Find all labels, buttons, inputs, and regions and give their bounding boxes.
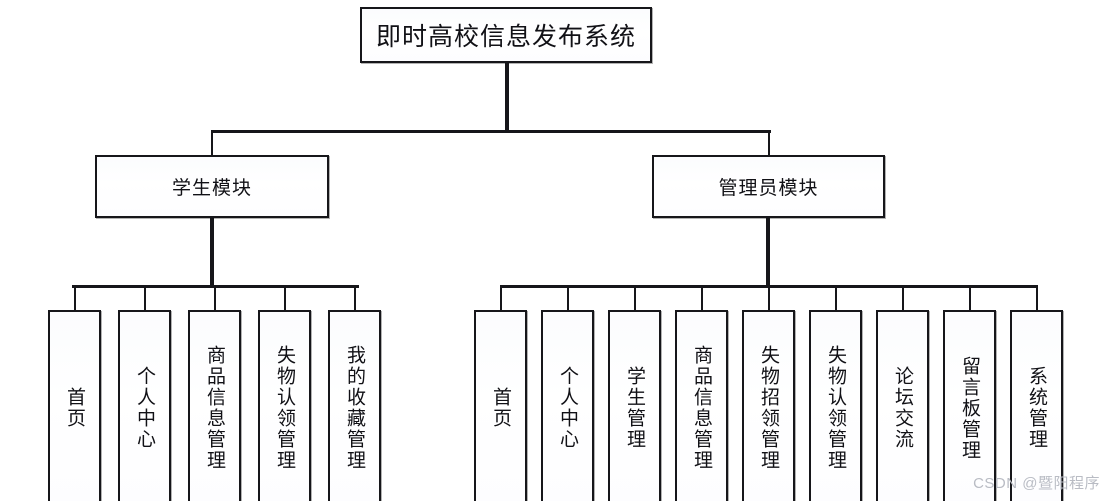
leaf-node-label: 学生管理 [624, 366, 646, 450]
leaf-node-label: 失物认领管理 [274, 345, 296, 471]
connector-drop-student-leaf-5 [353, 285, 356, 310]
connector-drop-student-leaf-4 [283, 285, 286, 310]
connector-root-trunk [505, 62, 509, 132]
connector-drop-admin-module [768, 130, 770, 156]
leaf-node-student-2: 个人中心 [118, 310, 171, 501]
connector-drop-student-module [211, 130, 213, 156]
leaf-node-label: 失物招领管理 [758, 345, 780, 471]
module-node-student: 学生模块 [95, 155, 329, 218]
connector-admin-leaf-bus [501, 285, 1038, 288]
connector-drop-admin-leaf-7 [901, 285, 904, 310]
module-node-student-label: 学生模块 [171, 178, 252, 199]
leaf-node-label: 个人中心 [134, 366, 156, 450]
connector-level2-bus [211, 130, 771, 133]
leaf-node-label: 系统管理 [1026, 366, 1048, 450]
module-node-admin-label: 管理员模块 [718, 178, 819, 199]
leaf-node-admin-4: 商品信息管理 [675, 310, 728, 501]
connector-drop-student-leaf-1 [73, 285, 76, 310]
leaf-node-label: 我的收藏管理 [344, 345, 366, 471]
root-node-system: 即时高校信息发布系统 [360, 7, 652, 63]
leaf-node-label: 失物认领管理 [825, 345, 847, 471]
leaf-node-label: 留言板管理 [959, 355, 981, 461]
connector-student-leaf-bus [72, 285, 359, 288]
leaf-node-label: 首页 [64, 387, 86, 429]
leaf-node-label: 商品信息管理 [691, 345, 713, 471]
leaf-node-admin-5: 失物招领管理 [742, 310, 795, 501]
connector-admin-stem [766, 218, 770, 286]
connector-drop-admin-leaf-3 [633, 285, 636, 310]
leaf-node-student-1: 首页 [48, 310, 101, 501]
connector-drop-admin-leaf-4 [700, 285, 703, 310]
connector-drop-student-leaf-3 [213, 285, 216, 310]
leaf-node-student-4: 失物认领管理 [258, 310, 311, 501]
leaf-node-admin-1: 首页 [474, 310, 527, 501]
connector-drop-student-leaf-2 [143, 285, 146, 310]
connector-student-stem [210, 218, 214, 286]
connector-drop-admin-leaf-2 [566, 285, 569, 310]
leaf-node-admin-9: 系统管理 [1010, 310, 1063, 501]
leaf-node-student-3: 商品信息管理 [188, 310, 241, 501]
leaf-node-admin-6: 失物认领管理 [809, 310, 862, 501]
leaf-node-admin-2: 个人中心 [541, 310, 594, 501]
leaf-node-label: 商品信息管理 [204, 345, 226, 471]
leaf-node-admin-8: 留言板管理 [943, 310, 996, 501]
leaf-node-admin-3: 学生管理 [608, 310, 661, 501]
leaf-node-admin-7: 论坛交流 [876, 310, 929, 501]
leaf-node-label: 论坛交流 [892, 366, 914, 450]
leaf-node-label: 个人中心 [557, 366, 579, 450]
module-node-admin: 管理员模块 [652, 155, 885, 218]
connector-drop-admin-leaf-8 [968, 285, 971, 310]
connector-drop-admin-leaf-1 [499, 285, 502, 310]
connector-drop-admin-leaf-5 [767, 285, 770, 310]
leaf-node-student-5: 我的收藏管理 [328, 310, 381, 501]
connector-drop-admin-leaf-9 [1035, 285, 1038, 310]
connector-drop-admin-leaf-6 [834, 285, 837, 310]
leaf-node-label: 首页 [490, 387, 512, 429]
root-node-label: 即时高校信息发布系统 [375, 24, 636, 51]
